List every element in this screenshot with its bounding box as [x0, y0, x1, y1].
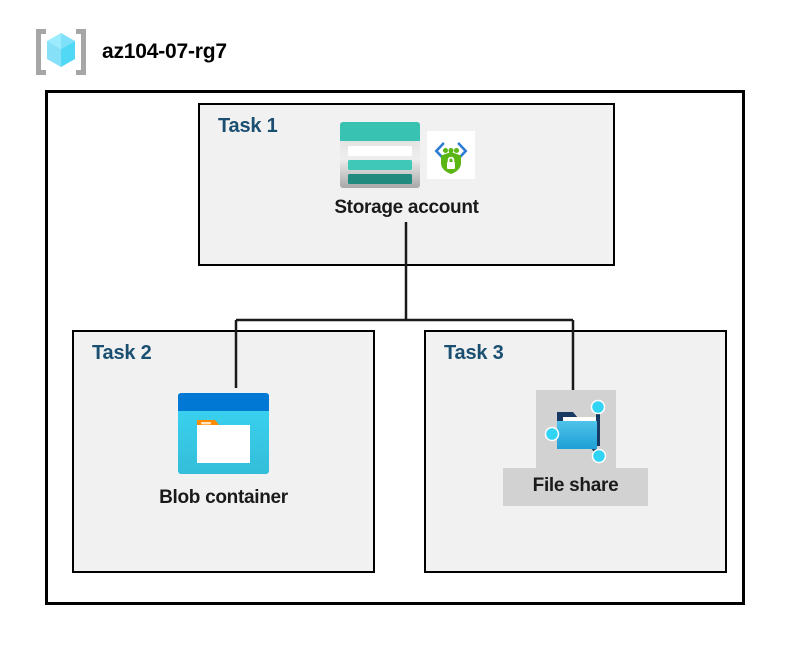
- storage-account-caption: Storage account: [334, 197, 479, 218]
- task-2-box[interactable]: Task 2 Blob container: [72, 330, 375, 573]
- file-share-caption-highlight: File share: [502, 468, 649, 506]
- file-share-caption: File share: [532, 475, 619, 496]
- blob-container-caption: Blob container: [159, 487, 288, 508]
- task-2-label: Task 2: [92, 342, 152, 364]
- storage-account-node[interactable]: Storage account: [200, 121, 613, 219]
- resource-group-name: az104-07-rg7: [102, 40, 227, 63]
- blob-container-node[interactable]: Blob container: [74, 392, 373, 509]
- storage-icon-row: [339, 121, 475, 189]
- blob-container-icon: [178, 393, 269, 474]
- task-3-box[interactable]: Task 3: [424, 330, 727, 573]
- file-share-icon: [544, 399, 606, 464]
- task-1-box[interactable]: Task 1: [198, 103, 615, 266]
- resource-group-header: az104-07-rg7: [32, 24, 227, 80]
- resource-group-cube-icon: [36, 29, 86, 75]
- storage-account-icon: [339, 122, 420, 188]
- task-1-label: Task 1: [218, 115, 278, 137]
- task-3-label: Task 3: [444, 342, 504, 364]
- file-share-node[interactable]: File share: [426, 390, 725, 506]
- file-share-icon-highlight: [535, 390, 616, 470]
- secure-endpoint-shield-icon: [426, 131, 475, 179]
